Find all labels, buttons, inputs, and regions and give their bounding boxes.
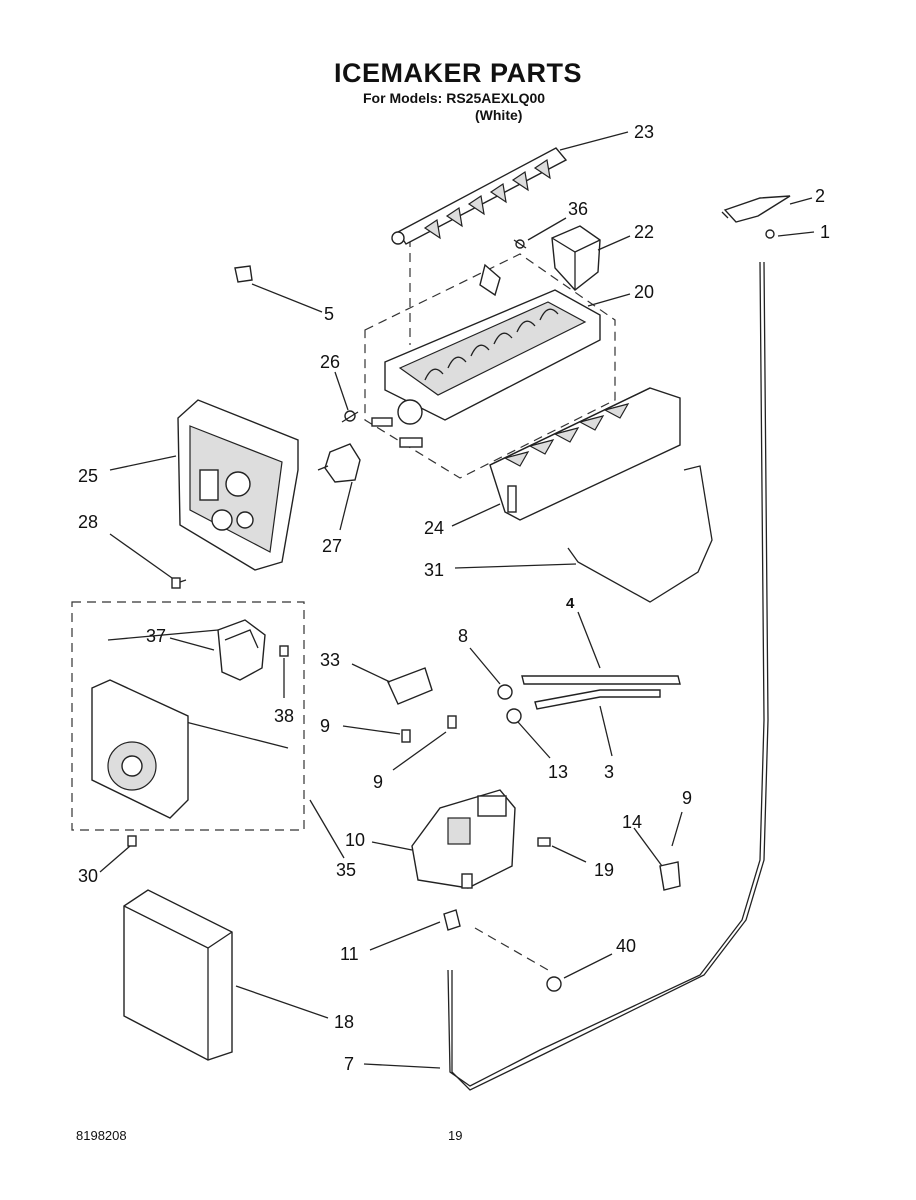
water-valve-10-part bbox=[411, 789, 516, 889]
callout-19: 19 bbox=[594, 860, 614, 880]
screw-9b-part bbox=[447, 715, 457, 729]
callout-25: 25 bbox=[78, 466, 98, 486]
callout-23: 23 bbox=[634, 122, 654, 142]
callout-40: 40 bbox=[616, 936, 636, 956]
callout-33: 33 bbox=[320, 650, 340, 670]
callout-30: 30 bbox=[78, 866, 98, 886]
cover-33-part bbox=[387, 667, 433, 705]
ice-stripper-part bbox=[489, 387, 681, 521]
callout-24: 24 bbox=[424, 518, 444, 538]
mold-cover-part bbox=[551, 225, 601, 291]
callout-9-lower: 9 bbox=[373, 772, 383, 792]
nut-8-part bbox=[497, 684, 513, 700]
screw-30-part bbox=[127, 835, 137, 847]
callout-13: 13 bbox=[548, 762, 568, 782]
control-module-part bbox=[91, 679, 189, 819]
tube-3-part bbox=[534, 689, 661, 710]
callout-10: 10 bbox=[345, 830, 365, 850]
pad-18-part bbox=[123, 889, 233, 1061]
callout-11: 11 bbox=[340, 944, 359, 964]
nut-40-part bbox=[546, 976, 562, 992]
screw-28-part bbox=[171, 577, 187, 589]
screw-9a-part bbox=[401, 729, 411, 743]
callout-38: 38 bbox=[274, 706, 294, 726]
screw-36-part bbox=[513, 239, 527, 249]
callout-37: 37 bbox=[146, 626, 166, 646]
callout-20: 20 bbox=[634, 282, 654, 302]
callout-1: 1 bbox=[820, 222, 830, 242]
thermostat-27-part bbox=[317, 443, 361, 483]
clamp-14-part bbox=[659, 861, 681, 891]
water-tube-7-part bbox=[447, 261, 769, 1091]
models-line: For Models: RS25AEXLQ00 bbox=[363, 90, 546, 106]
ice-mold-part bbox=[371, 263, 601, 448]
screw-38-part bbox=[279, 645, 289, 657]
nut-13-part bbox=[506, 708, 522, 724]
fitting-26-part bbox=[341, 410, 359, 423]
callout-3: 3 bbox=[604, 762, 614, 782]
page-title: ICEMAKER PARTS bbox=[333, 58, 582, 88]
callout-5: 5 bbox=[324, 304, 334, 324]
callout-18: 18 bbox=[334, 1012, 354, 1032]
callout-22: 22 bbox=[634, 222, 654, 242]
nut-11-part bbox=[443, 909, 461, 931]
callout-2: 2 bbox=[815, 186, 825, 206]
callout-26: 26 bbox=[320, 352, 340, 372]
callout-31: 31 bbox=[424, 560, 444, 580]
assembly-35-box bbox=[71, 601, 305, 831]
bracket-1-2-part bbox=[721, 195, 791, 239]
callout-9-right: 9 bbox=[682, 788, 692, 808]
callout-28: 28 bbox=[78, 512, 98, 532]
control-housing-part bbox=[177, 399, 299, 571]
assembly-20-outline bbox=[364, 253, 616, 479]
color-line: (White) bbox=[475, 107, 523, 123]
clip-5-part bbox=[234, 265, 253, 283]
shutoff-arm-31-part bbox=[567, 465, 713, 603]
tube-4-part bbox=[521, 675, 681, 685]
callout-14: 14 bbox=[622, 812, 642, 832]
ejector-shaft-part bbox=[391, 147, 568, 245]
callout-labels: 23 2 36 22 1 5 20 26 25 27 24 28 31 4 8 … bbox=[78, 122, 830, 1074]
motor-37-part bbox=[217, 619, 266, 681]
callout-27: 27 bbox=[322, 536, 342, 556]
callout-9-upper: 9 bbox=[320, 716, 330, 736]
screw-19-part bbox=[537, 837, 551, 847]
callout-4: 4 bbox=[566, 595, 575, 612]
callout-8: 8 bbox=[458, 626, 468, 646]
leader-lines bbox=[99, 131, 815, 1069]
callout-7: 7 bbox=[344, 1054, 354, 1074]
document-number: 8198208 bbox=[76, 1128, 127, 1143]
callout-35: 35 bbox=[336, 860, 356, 880]
page-number: 19 bbox=[448, 1128, 463, 1143]
callout-36: 36 bbox=[568, 199, 588, 219]
